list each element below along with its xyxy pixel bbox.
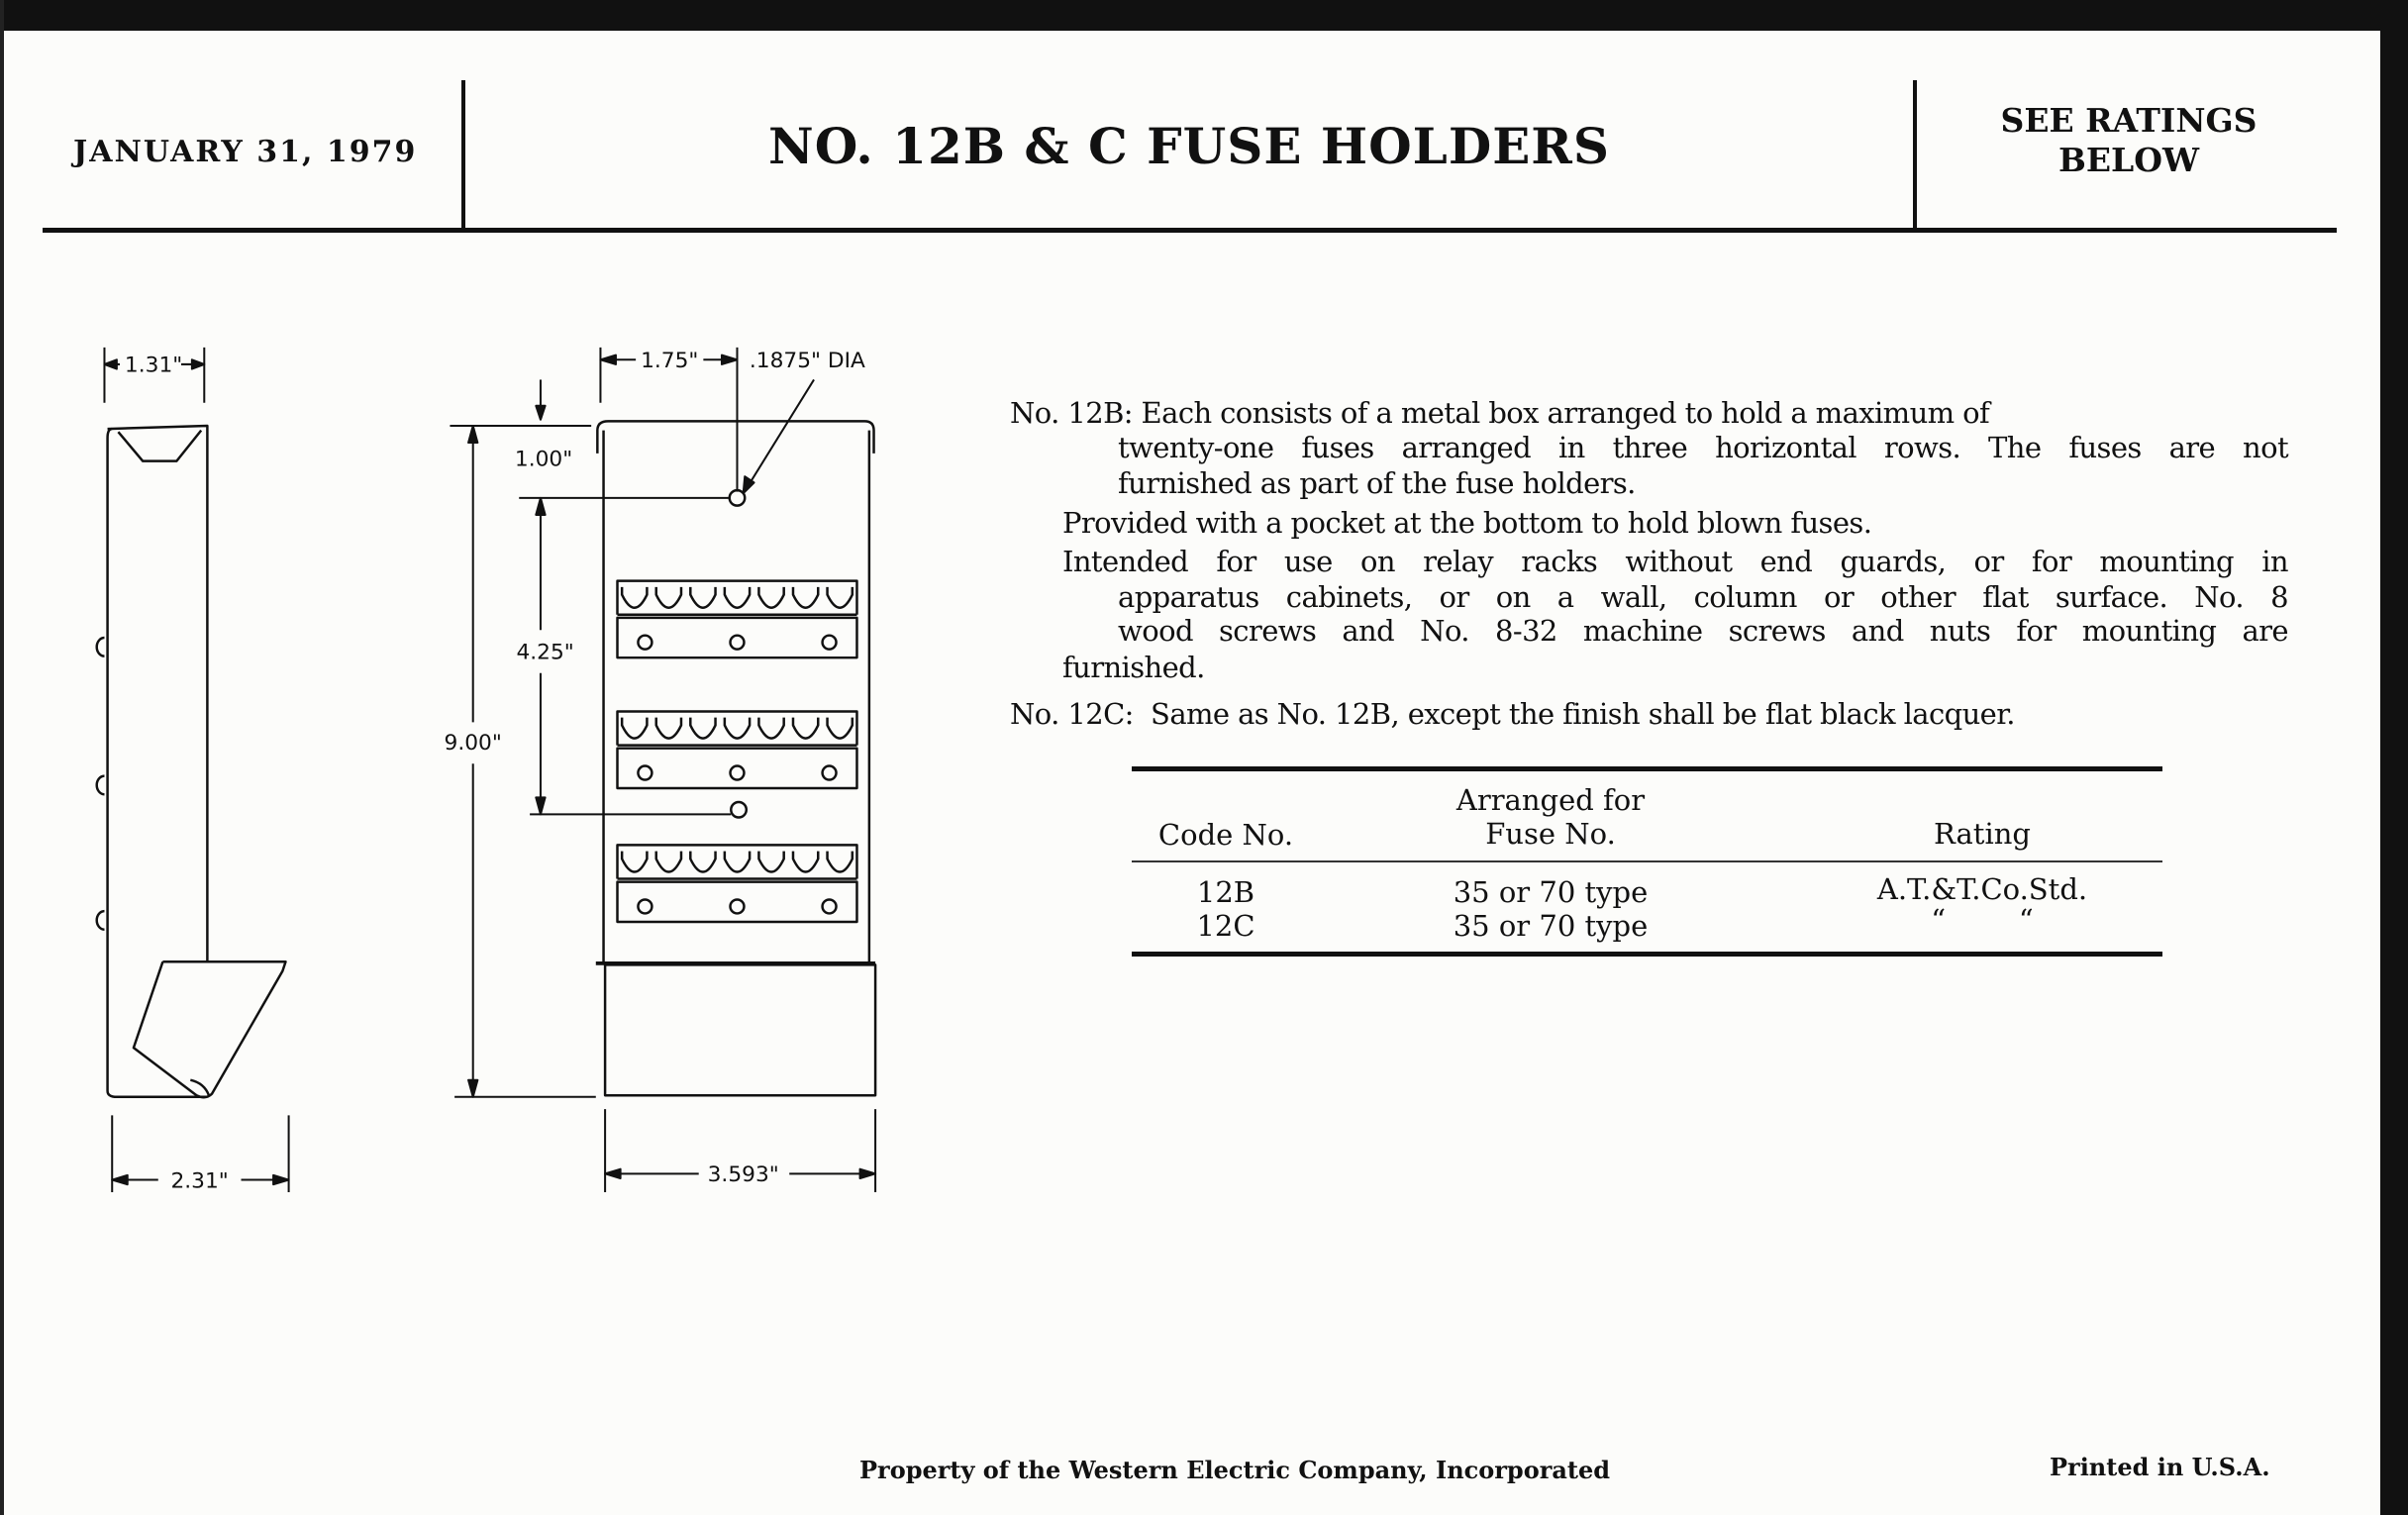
dim-width: 3.593" bbox=[708, 1162, 779, 1187]
cell-code: 12C bbox=[1196, 909, 1255, 943]
col-header-fuse: Arranged for Fuse No. bbox=[1386, 783, 1715, 851]
cell-code: 12B bbox=[1196, 875, 1255, 909]
dim-hole-diameter: .1875" DIA bbox=[750, 349, 865, 373]
scan-border-right bbox=[2380, 0, 2408, 1515]
header-divider bbox=[461, 80, 465, 228]
table-header-rule bbox=[1132, 860, 2162, 862]
side-view bbox=[95, 424, 287, 1099]
screw-hole bbox=[729, 898, 746, 915]
dim-hole-spacing: 4.25" bbox=[516, 641, 573, 665]
issue-date: JANUARY 31, 1979 bbox=[73, 135, 418, 169]
screw-hole bbox=[637, 764, 653, 781]
dim-top-to-hole: 1.00" bbox=[515, 447, 572, 471]
dim-height: 9.00" bbox=[445, 731, 502, 756]
dim-side-depth: 2.31" bbox=[170, 1168, 228, 1193]
screw-hole bbox=[637, 634, 653, 651]
table-bottom-rule bbox=[1132, 952, 2162, 957]
col-header-rating: Rating bbox=[1934, 817, 2031, 851]
footer-property: Property of the Western Electric Company… bbox=[859, 1456, 1611, 1484]
screw-hole bbox=[821, 898, 838, 915]
footer-printed: Printed in U.S.A. bbox=[2050, 1453, 2270, 1481]
desc-12b-line1: No. 12B: Each consists of a metal box ar… bbox=[1010, 396, 1990, 430]
desc-mounting-line3: wood screws and No. 8-32 machine screws … bbox=[1118, 614, 2289, 648]
scan-border-left bbox=[0, 0, 4, 1515]
col-header-fuse-line2: Fuse No. bbox=[1485, 817, 1616, 851]
desc-12c: No. 12C: Same as No. 12B, except the fin… bbox=[1010, 697, 2016, 731]
header-divider bbox=[1913, 80, 1917, 228]
scan-border-top bbox=[0, 0, 2408, 31]
screw-hole bbox=[821, 634, 838, 651]
header-rule bbox=[43, 228, 2337, 233]
mounting-plate bbox=[616, 616, 858, 659]
cell-fuse: 35 or 70 type bbox=[1453, 875, 1649, 909]
col-header-fuse-line1: Arranged for bbox=[1455, 783, 1646, 817]
screw-hole bbox=[821, 764, 838, 781]
ratings-note-line1: SEE RATINGS bbox=[2000, 101, 2258, 140]
desc-mounting-line4: furnished. bbox=[1062, 651, 1205, 684]
fuse-clips bbox=[616, 844, 858, 880]
desc-12b-line3: furnished as part of the fuse holders. bbox=[1118, 466, 1636, 500]
dim-hole-offset: 1.75" bbox=[641, 349, 698, 373]
desc-pocket: Provided with a pocket at the bottom to … bbox=[1062, 506, 1872, 540]
screw-hole bbox=[729, 764, 746, 781]
cell-rating: “ “ bbox=[1931, 903, 2034, 937]
cell-fuse: 35 or 70 type bbox=[1453, 909, 1649, 943]
desc-12b-line2: twenty-one fuses arranged in three horiz… bbox=[1118, 431, 2289, 464]
cell-rating: A.T.&T.Co.Std. bbox=[1876, 872, 2088, 906]
fuse-clips bbox=[616, 710, 858, 747]
fuse-row bbox=[616, 844, 858, 924]
mounting-plate bbox=[616, 747, 858, 790]
ratings-note: SEE RATINGS BELOW bbox=[1915, 101, 2343, 180]
dim-side-width: 1.31" bbox=[125, 354, 182, 378]
page-title: NO. 12B & C FUSE HOLDERS bbox=[768, 117, 1610, 175]
fuse-row bbox=[616, 579, 858, 659]
screw-hole bbox=[637, 898, 653, 915]
col-header-code: Code No. bbox=[1157, 818, 1294, 852]
fuse-clips bbox=[616, 579, 858, 616]
front-view bbox=[595, 420, 877, 1097]
desc-mounting-line1: Intended for use on relay racks without … bbox=[1062, 545, 2289, 578]
fuse-row bbox=[616, 710, 858, 790]
desc-mounting-line2: apparatus cabinets, or on a wall, column… bbox=[1118, 580, 2289, 614]
mounting-plate bbox=[616, 880, 858, 924]
table-top-rule bbox=[1132, 766, 2162, 771]
ratings-note-line2: BELOW bbox=[2057, 141, 2200, 179]
screw-hole bbox=[729, 634, 746, 651]
